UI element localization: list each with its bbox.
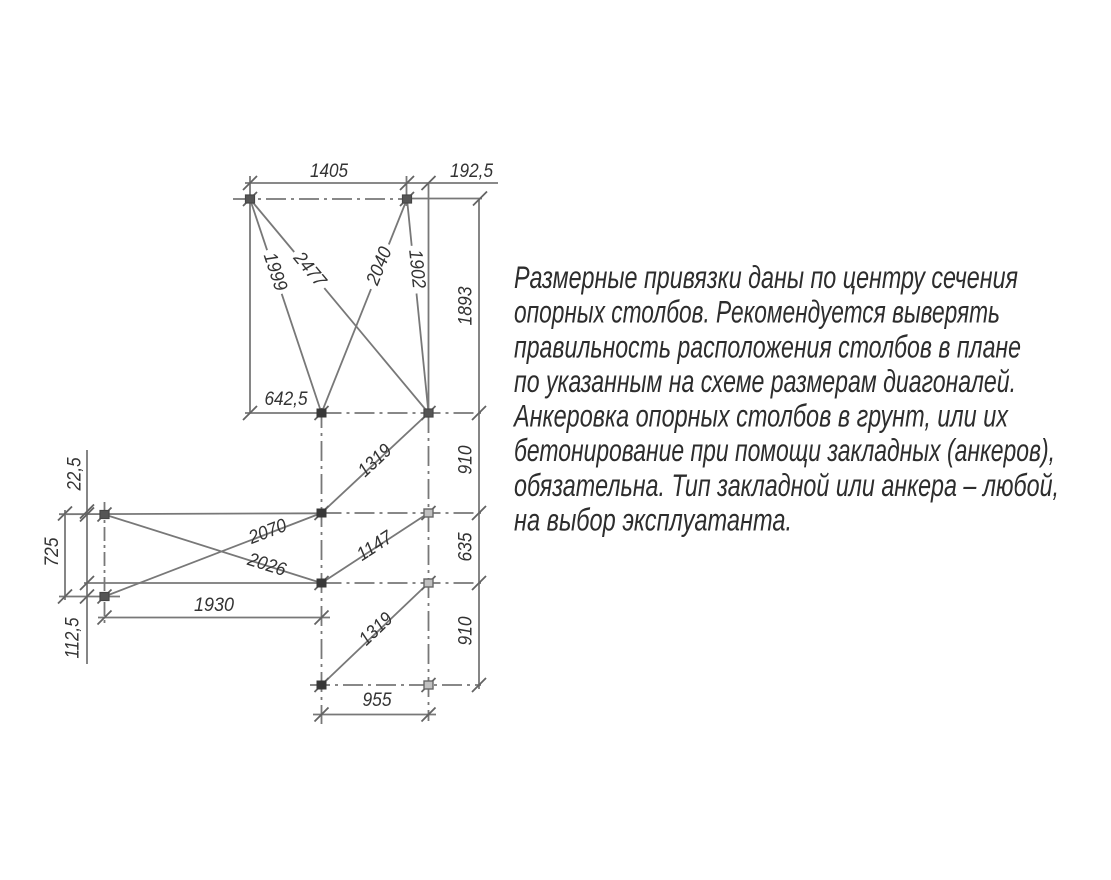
svg-text:на выбор эксплуатанта.: на выбор эксплуатанта. [514, 502, 792, 538]
svg-text:опорных столбов. Рекомендуется: опорных столбов. Рекомендуется выверять [514, 294, 1000, 330]
svg-text:1319: 1319 [355, 608, 397, 650]
svg-text:642,5: 642,5 [265, 389, 308, 410]
svg-text:725: 725 [42, 537, 63, 566]
svg-text:1147: 1147 [353, 526, 397, 565]
svg-text:22,5: 22,5 [65, 457, 86, 491]
svg-text:1930: 1930 [194, 595, 234, 616]
svg-text:192,5: 192,5 [450, 161, 493, 182]
svg-text:Анкеровка опорных столбов в гр: Анкеровка опорных столбов в грунт, или и… [513, 398, 1009, 434]
svg-text:2070: 2070 [245, 515, 290, 549]
svg-text:1902: 1902 [404, 249, 429, 290]
svg-text:1999: 1999 [259, 250, 291, 294]
svg-text:910: 910 [456, 616, 477, 645]
svg-text:2477: 2477 [288, 247, 331, 292]
svg-text:бетонирование при помощи закла: бетонирование при помощи закладных (анке… [514, 432, 1055, 468]
svg-text:обязательна. Тип закладной или: обязательна. Тип закладной или анкера – … [514, 467, 1059, 503]
svg-text:по указанным на схеме размерам: по указанным на схеме размерам диагонале… [514, 363, 1016, 399]
svg-text:112,5: 112,5 [63, 617, 84, 658]
svg-text:635: 635 [456, 532, 477, 561]
svg-text:2026: 2026 [244, 549, 289, 581]
svg-text:910: 910 [456, 445, 477, 474]
svg-text:2040: 2040 [362, 244, 396, 289]
svg-text:правильность расположения стол: правильность расположения столбов в план… [514, 328, 1021, 364]
svg-text:1893: 1893 [456, 286, 477, 325]
svg-text:1405: 1405 [310, 161, 348, 182]
svg-text:955: 955 [363, 690, 392, 711]
svg-text:Размерные привязки даны по цен: Размерные привязки даны по центру сечени… [514, 259, 1018, 295]
svg-text:1319: 1319 [354, 440, 396, 482]
